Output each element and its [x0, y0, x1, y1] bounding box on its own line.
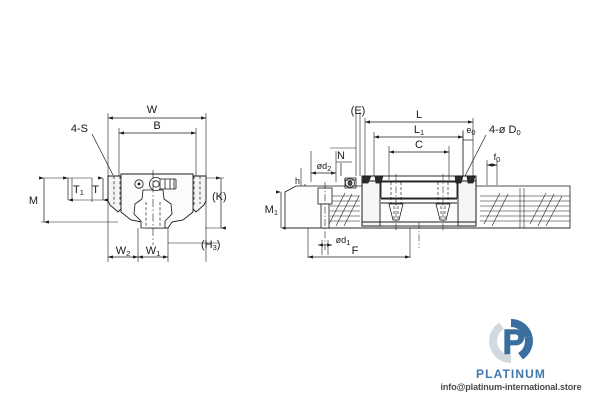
dimension-d1: ød1	[318, 235, 350, 247]
label-B: B	[153, 120, 160, 132]
label-W2: W2	[116, 245, 131, 258]
callout-4-D0: 4-ø D0	[464, 124, 521, 177]
side-view-group: L L1 C (E) e0	[265, 105, 571, 259]
label-T: T	[92, 184, 99, 196]
label-H3: (H3)	[201, 239, 220, 252]
rail-chamfer-lines	[328, 192, 563, 227]
label-M: M	[29, 195, 38, 207]
side-view-witness-lines	[300, 112, 498, 258]
watermark: PLATINUM info@platinum-international.sto…	[436, 313, 586, 392]
block-hidden-lines	[113, 176, 201, 227]
dimension-d2: ød2	[311, 161, 336, 175]
side-view-centerlines	[395, 174, 444, 248]
dimension-L: L	[365, 109, 473, 124]
label-4S: 4-S	[71, 123, 88, 135]
label-L1: L1	[414, 124, 424, 137]
rail-surface-lines	[330, 188, 570, 228]
callout-4S: 4-S	[71, 123, 114, 176]
dimension-f0: f0	[487, 152, 501, 167]
label-d1: ød1	[336, 235, 351, 247]
watermark-brand: PLATINUM	[476, 367, 546, 381]
rail-side-profile	[284, 185, 571, 229]
dimension-W2: W2	[108, 245, 138, 259]
label-E: (E)	[351, 105, 366, 117]
dimension-L1: L1	[374, 124, 463, 139]
grease-nipple	[344, 177, 357, 189]
block-end-seals	[362, 175, 476, 184]
front-view-group: W B 4-S M T1	[29, 104, 227, 262]
platinum-p-logo-icon	[489, 318, 533, 364]
label-W1: W1	[146, 245, 161, 258]
label-T1: T1	[73, 184, 84, 197]
label-d2: ød2	[317, 161, 332, 173]
dimension-B: B	[119, 120, 196, 135]
block-bolt-hidden-lines	[390, 182, 449, 220]
label-L: L	[416, 109, 422, 121]
dimension-W1: W1	[138, 245, 168, 259]
dimension-E: (E)	[351, 105, 366, 117]
label-h: h	[295, 176, 300, 186]
dimension-M: M	[29, 176, 49, 224]
label-K: (K)	[212, 191, 227, 203]
label-f0: f0	[494, 152, 501, 164]
dimension-C: C	[389, 139, 449, 154]
dimension-N: N	[337, 150, 345, 176]
dimension-H3: (H3)	[201, 239, 220, 252]
dimension-F: F	[308, 245, 410, 259]
label-C: C	[415, 139, 423, 151]
dimension-K: (K)	[212, 176, 227, 230]
dimension-e0: e0	[463, 125, 476, 141]
label-F: F	[352, 245, 359, 257]
label-M1: M1	[265, 204, 278, 217]
label-N: N	[337, 150, 345, 162]
dimension-M1: M1	[265, 190, 286, 230]
dimension-T: T	[92, 176, 108, 202]
watermark-email: info@platinum-international.store	[440, 382, 582, 392]
label-e0: e0	[466, 125, 475, 137]
label-D0: 4-ø D0	[489, 124, 521, 137]
dimension-W: W	[108, 104, 206, 120]
label-W: W	[147, 104, 158, 116]
dimension-T1: T1	[63, 176, 84, 202]
